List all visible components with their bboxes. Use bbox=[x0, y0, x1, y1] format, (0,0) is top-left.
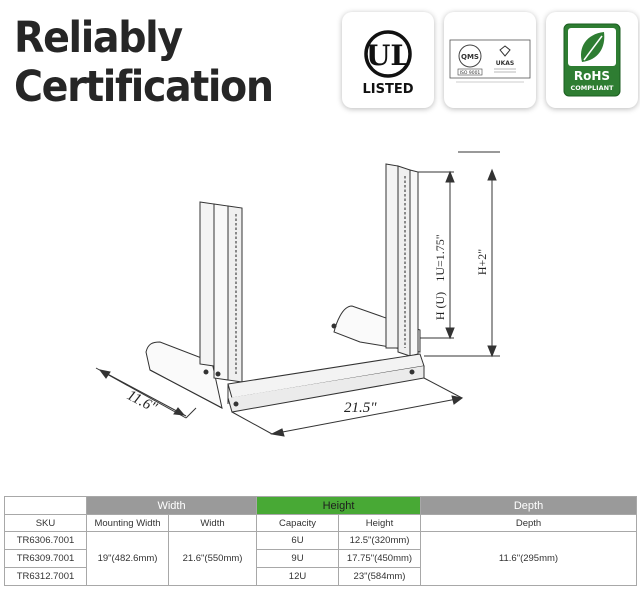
width-cell: 21.6"(550mm) bbox=[168, 531, 257, 586]
sku-header: SKU bbox=[4, 514, 87, 532]
height-u-label: H (U) bbox=[433, 292, 447, 320]
height-cell: 17.75"(450mm) bbox=[337, 549, 422, 568]
table-corner-cell bbox=[4, 496, 87, 515]
capacity-cell: 6U bbox=[256, 531, 339, 550]
left-foot bbox=[145, 341, 223, 409]
sku-cell: TR6309.7001 bbox=[4, 549, 87, 568]
table-subheader-row: SKU Mounting Width Width Capacity Height… bbox=[4, 514, 638, 532]
capacity-header: Capacity bbox=[256, 514, 339, 532]
iso-certification-badge: QMS ISO 9001 UKAS bbox=[444, 12, 536, 108]
ul-mark: UL bbox=[366, 39, 410, 72]
width-group-header: Width bbox=[86, 496, 257, 515]
width-dimension-label: 21.5" bbox=[344, 400, 377, 416]
sku-cell: TR6306.7001 bbox=[4, 531, 87, 550]
table-group-header-row: Width Height Depth bbox=[4, 496, 638, 515]
table-row: TR6309.7001 9U 17.75"(450mm) bbox=[4, 549, 637, 568]
mounting-width-header: Mounting Width bbox=[86, 514, 169, 532]
headline-line-1: Reliably bbox=[14, 13, 183, 63]
rohs-compliant-badge: RoHS COMPLIANT bbox=[546, 12, 638, 108]
depth-header: Depth bbox=[420, 514, 638, 532]
headline-line-2: Certification bbox=[14, 62, 274, 112]
sku-cell: TR6312.7001 bbox=[4, 567, 87, 586]
rack-dimension-drawing: 11.6" 21.5" 1U=1.75" H (U) H+2" bbox=[95, 151, 500, 437]
capacity-cell: 9U bbox=[256, 549, 339, 568]
depth-group-header: Depth bbox=[420, 496, 638, 515]
height-cell: 23"(584mm) bbox=[337, 567, 422, 586]
iso-9001-label: ISO 9001 bbox=[460, 70, 481, 76]
iso-qms-label: QMS bbox=[461, 53, 479, 61]
right-upright bbox=[385, 163, 399, 349]
rohs-leaf-icon: RoHS COMPLIANT bbox=[563, 23, 621, 97]
depth-cell: 11.6"(295mm) bbox=[420, 531, 638, 586]
unit-height-label: 1U=1.75" bbox=[433, 234, 447, 281]
capacity-cell: 12U bbox=[256, 567, 339, 586]
ul-listed-badge: UL LISTED bbox=[342, 12, 434, 108]
height-header: Height bbox=[337, 514, 422, 532]
rohs-compliant-label: COMPLIANT bbox=[571, 84, 615, 92]
table-row: TR6312.7001 12U 23"(584mm) bbox=[4, 567, 637, 586]
width-header: Width bbox=[168, 514, 257, 532]
total-height-label: H+2" bbox=[475, 249, 489, 275]
rohs-label: RoHS bbox=[574, 69, 610, 83]
ul-logo-icon: UL LISTED bbox=[362, 30, 414, 97]
spec-table: Width Height Depth SKU Mounting Width Wi… bbox=[4, 496, 638, 586]
table-row: TR6306.7001 19"(482.6mm) 21.6"(550mm) 6U… bbox=[4, 531, 638, 586]
depth-dimension-label: 11.6" bbox=[124, 387, 160, 416]
headline: Reliably Certification bbox=[14, 13, 274, 112]
iso-certificate-icon: QMS ISO 9001 UKAS bbox=[449, 39, 531, 83]
height-cell: 12.5"(320mm) bbox=[337, 531, 422, 550]
height-group-header: Height bbox=[255, 496, 422, 515]
ul-listed-label: LISTED bbox=[362, 82, 413, 97]
mounting-width-cell: 19"(482.6mm) bbox=[86, 531, 169, 586]
left-upright bbox=[199, 201, 215, 367]
ukas-label: UKAS bbox=[496, 60, 515, 67]
